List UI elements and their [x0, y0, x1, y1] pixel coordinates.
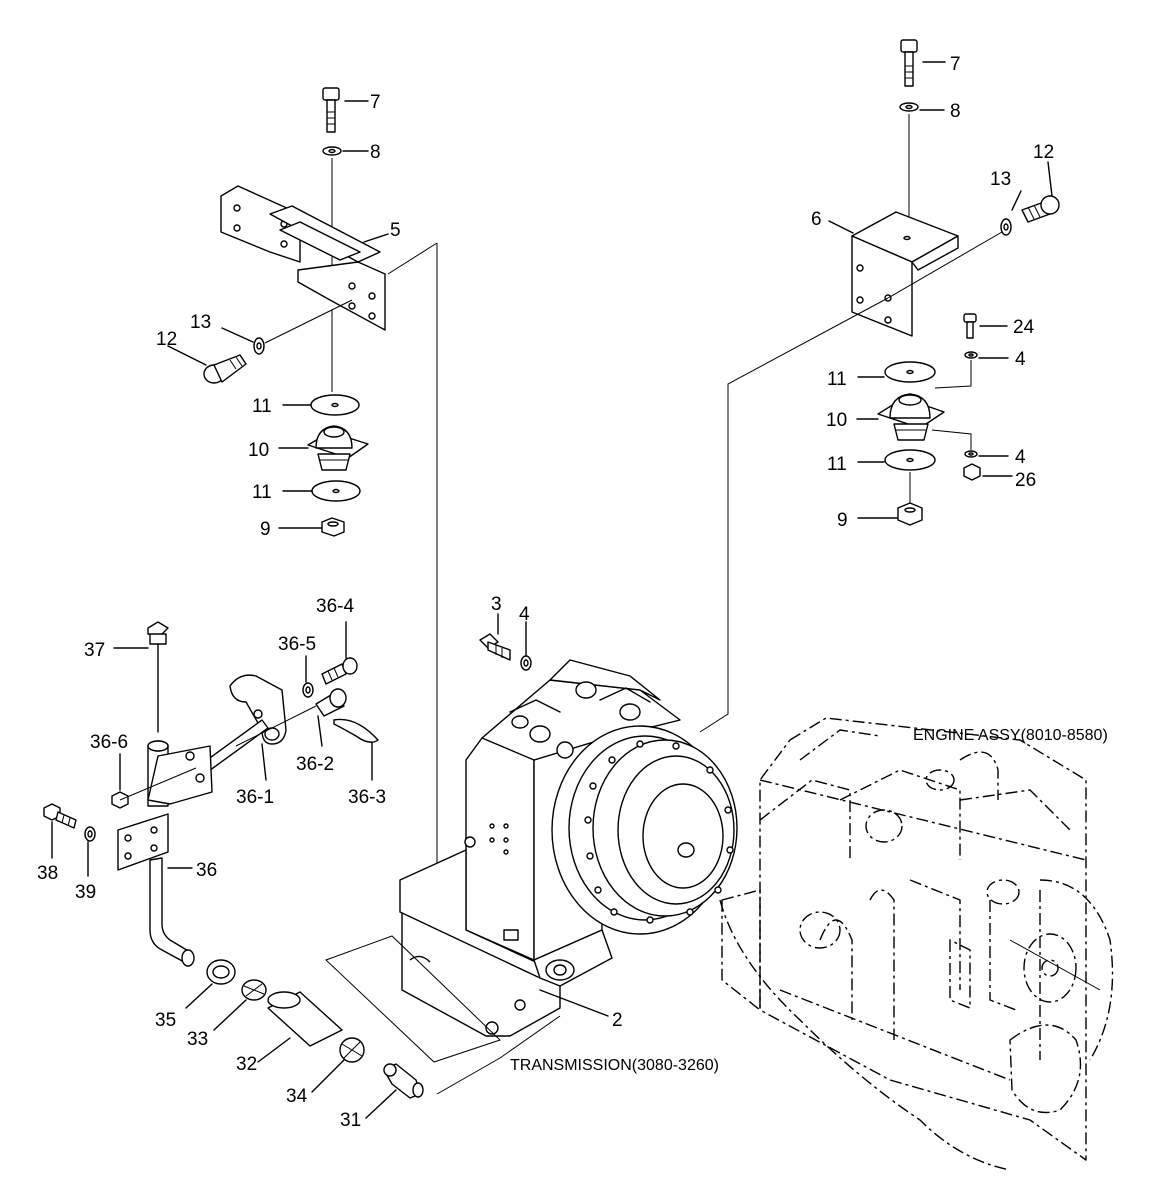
callout-4-right-upper: 4 [1015, 349, 1026, 370]
callout-9-left: 9 [260, 519, 271, 540]
callout-13-right: 13 [990, 169, 1011, 190]
bolt-3 [479, 613, 511, 661]
callout-5: 5 [390, 220, 401, 241]
nut-34 [311, 1037, 365, 1093]
plate-11-lower-right [857, 449, 936, 471]
washer-4-right-lower [964, 450, 1009, 458]
leader-4-upper [934, 360, 972, 389]
bolt-36-4 [321, 621, 358, 685]
leader-bolt-to-lever [235, 705, 317, 747]
callout-9-right: 9 [837, 510, 848, 531]
fitting-31 [365, 1063, 424, 1119]
callout-36-1: 36-1 [236, 787, 274, 808]
bracket-6 [828, 211, 959, 337]
callout-12-right: 12 [1033, 142, 1054, 163]
bolt-12-left [167, 345, 247, 384]
leader-13-right [887, 231, 1003, 299]
callout-26: 26 [1015, 470, 1036, 491]
cotter-pin-36-3 [333, 718, 379, 781]
washer-4-transmission [520, 621, 532, 671]
nut-33 [213, 979, 267, 1031]
callout-11-lower-left: 11 [252, 482, 272, 503]
plate-11-upper-right [857, 361, 936, 383]
seal-35 [185, 959, 236, 1009]
pin-36-2 [315, 688, 347, 747]
callout-10-right: 10 [826, 410, 847, 431]
callout-39: 39 [75, 882, 96, 903]
leader-6-to-transmission [699, 297, 889, 733]
callout-24: 24 [1013, 317, 1035, 338]
shift-tube-36 [117, 740, 213, 967]
callout-34: 34 [286, 1086, 308, 1107]
callout-36-4: 36-4 [316, 596, 354, 617]
washer-8-right [899, 102, 945, 112]
leader-5-to-transmission [387, 242, 438, 275]
callout-4-transmission: 4 [519, 604, 530, 625]
callout-11-upper-right: 11 [827, 369, 847, 390]
callout-36: 36 [196, 860, 217, 881]
bolt-38 [43, 803, 77, 859]
nut-26 [963, 463, 1013, 481]
transmission-leader-box [325, 935, 501, 1063]
callout-labels: 7 8 5 13 12 11 10 11 9 7 8 12 13 6 24 4 … [37, 54, 1108, 1131]
callout-37: 37 [84, 640, 105, 661]
callout-33: 33 [187, 1029, 208, 1050]
leader-13-left [264, 299, 353, 344]
washer-39 [84, 826, 96, 877]
transmission-2 [399, 659, 738, 1037]
callout-2: 2 [612, 1010, 623, 1031]
bolt-12-right [1021, 161, 1060, 223]
lever-36-1 [195, 674, 287, 781]
bolt-24 [963, 313, 1008, 339]
bolt-7-left [322, 87, 369, 133]
callout-7-left: 7 [370, 92, 381, 113]
nut-9-right [857, 502, 923, 526]
callout-10-left: 10 [248, 440, 269, 461]
washer-36-5 [302, 655, 314, 698]
callout-6: 6 [811, 209, 822, 230]
callout-36-5: 36-5 [278, 634, 316, 655]
washer-13-right [1000, 190, 1022, 236]
callout-4-right-lower: 4 [1015, 447, 1026, 468]
callout-8-left: 8 [370, 142, 381, 163]
transmission-label: TRANSMISSION(3080-3260) [510, 1057, 719, 1074]
leader-36-6-to-lever [119, 767, 197, 801]
callout-36-3: 36-3 [348, 787, 386, 808]
callout-3: 3 [491, 594, 502, 615]
nut-9-left [278, 517, 345, 537]
washer-8-left [322, 146, 369, 156]
washer-4-right-upper [964, 351, 1009, 359]
plate-11-upper-left [282, 394, 360, 416]
engine-assy-label: ENGINE ASSY(8010-8580) [913, 727, 1108, 744]
callout-13-left: 13 [190, 312, 211, 333]
callout-36-2: 36-2 [296, 754, 334, 775]
callout-11-lower-right: 11 [827, 454, 847, 475]
hose-32 [257, 991, 343, 1063]
leader-4-lower [931, 429, 972, 450]
rubber-mount-10-left [278, 425, 369, 471]
transmission-leader [436, 1015, 561, 1095]
engine-assy [719, 717, 1114, 1171]
rubber-mount-10-right [856, 393, 945, 441]
callout-38: 38 [37, 863, 58, 884]
callout-35: 35 [155, 1010, 176, 1031]
callout-7-right: 7 [950, 54, 961, 75]
callout-11-upper-left: 11 [252, 396, 272, 417]
callout-8-right: 8 [950, 101, 961, 122]
callout-36-6: 36-6 [90, 732, 128, 753]
callout-31: 31 [340, 1110, 361, 1131]
washer-13-left [221, 327, 265, 355]
dipstick-37 [113, 621, 169, 733]
bracket-5 [220, 185, 389, 331]
callout-12-left: 12 [156, 329, 177, 350]
plate-11-lower-left [282, 480, 361, 502]
callout-32: 32 [236, 1054, 257, 1075]
bolt-7-right [900, 39, 946, 87]
